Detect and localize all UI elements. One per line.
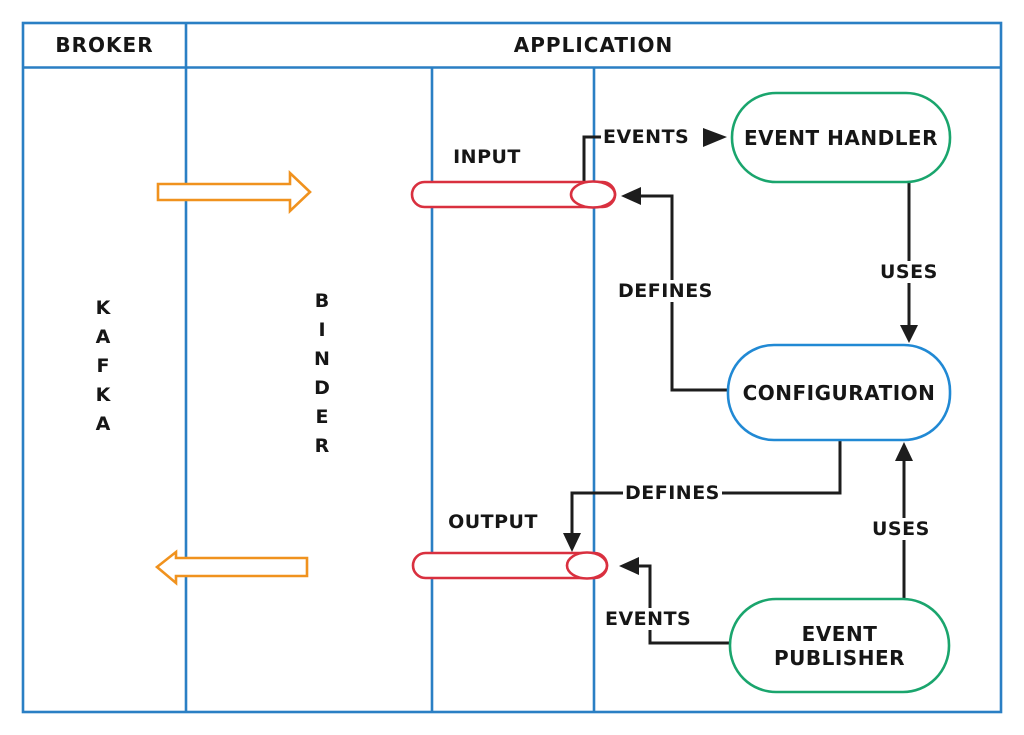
arrowhead-into-output-circle <box>619 557 639 575</box>
event-publisher-node-label: EVENT PUBLISHER <box>730 599 949 692</box>
output-channel-label: OUTPUT <box>448 511 538 533</box>
outer-border <box>21 21 1003 714</box>
arrowhead-into-configuration-top <box>900 325 918 343</box>
configuration-node-label: CONFIGURATION <box>742 380 936 405</box>
arrowhead-into-event-handler <box>703 128 727 147</box>
output-channel-endpoint-circle <box>565 551 609 580</box>
arrowhead-into-output-pill <box>563 533 581 552</box>
broker-header-label: BROKER <box>55 33 154 57</box>
publisher-to-output-elbow <box>639 564 730 645</box>
defines-output-edge-label: DEFINES <box>623 482 722 504</box>
event-publisher-label-line1: EVENT <box>801 621 878 646</box>
channel-shapes <box>410 180 617 580</box>
configuration-box <box>726 343 952 442</box>
input-to-events-elbow <box>582 135 603 183</box>
kafka-lane-label: KAFKA <box>92 297 114 442</box>
arrowhead-into-configuration-bottom <box>895 442 913 461</box>
binder-lane-label: BINDER <box>311 290 333 464</box>
input-channel-endpoint-circle <box>569 180 617 209</box>
input-channel-label: INPUT <box>453 146 521 168</box>
handler-uses-edge-label: USES <box>878 261 940 283</box>
event-publisher-label-line2: PUBLISHER <box>773 645 906 670</box>
defines-input-edge-label: DEFINES <box>616 280 715 302</box>
swimlane-frame <box>21 21 1003 714</box>
broker-flow-arrows <box>154 169 312 586</box>
event-publisher-box <box>728 597 951 694</box>
binder-to-kafka-arrow-icon <box>154 549 309 586</box>
node-shapes <box>726 91 952 694</box>
arrowheads <box>563 128 918 575</box>
events-to-output-edge-label: EVENTS <box>603 608 694 630</box>
events-to-handler-edge-label: EVENTS <box>601 126 692 148</box>
publisher-uses-edge-label: USES <box>870 518 932 540</box>
event-handler-node-label: EVENT HANDLER <box>743 125 938 150</box>
kafka-to-binder-arrow-icon <box>156 169 312 215</box>
arrowhead-into-input-circle <box>621 187 641 205</box>
event-handler-box <box>730 91 952 184</box>
application-header-label: APPLICATION <box>513 33 674 57</box>
